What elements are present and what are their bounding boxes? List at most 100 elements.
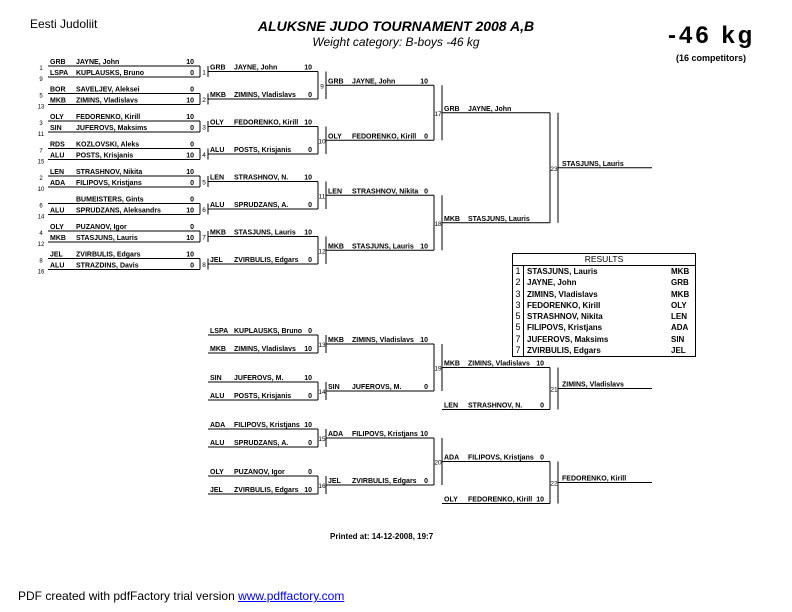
result-club: OLY	[671, 300, 687, 310]
organization-name: Eesti Judoliit	[30, 17, 98, 31]
r1-match-3-a-score: 10	[186, 114, 194, 121]
r1-match-4-b-club: ALU	[50, 153, 64, 160]
pdffactory-link[interactable]: www.pdffactory.com	[238, 589, 345, 603]
rep2-match-1-b-name: JUFEROVS, M.	[352, 384, 401, 391]
r3-match-2-a-score: 0	[424, 188, 428, 195]
r2-match-4-a-name: STASJUNS, Lauris	[234, 230, 296, 237]
rep1-match-2-number: 14	[318, 389, 326, 396]
bronze-match-1-number: 21	[550, 387, 558, 394]
rep1-match-3-a-name: FILIPOVS, Kristjans	[234, 422, 300, 429]
r1-match-3-a-name: FEDORENKO, Kirill	[76, 114, 140, 121]
r1-match-4-number: 4	[202, 152, 206, 159]
result-rank: 5	[513, 311, 524, 323]
pdf-footer-text: PDF created with pdfFactory trial versio…	[18, 589, 239, 603]
rep1-match-1-a-name: KUPLAUSKS, Bruno	[234, 328, 302, 335]
rep1-match-3-b-club: ALU	[210, 440, 224, 447]
printed-timestamp: Printed at: 14-12-2008, 19:7	[330, 532, 434, 541]
r3-match-1-number: 17	[434, 111, 442, 118]
r3-match-2-b-club: MKB	[328, 243, 344, 250]
r1-match-6-b-score: 10	[186, 208, 194, 215]
r2-match-1-a-score: 10	[304, 65, 312, 72]
pdf-footer: PDF created with pdfFactory trial versio…	[18, 589, 344, 603]
r3-match-1-b-score: 0	[424, 133, 428, 140]
weight-category-subtitle: Weight category: B-boys -46 kg	[312, 35, 480, 49]
r2-match-1-number: 9	[320, 83, 324, 90]
r1-match-6-a-score: 0	[190, 197, 194, 204]
r1-match-7-b-club: MKB	[50, 235, 66, 242]
final-match-a-club: GRB	[444, 106, 460, 113]
r3-match-2-number: 18	[434, 221, 442, 228]
r1-match-1-seed-a: 1	[39, 66, 43, 72]
final-match-b-name: STASJUNS, Lauris	[468, 216, 530, 223]
rep1-match-4-b-club: JEL	[210, 487, 224, 494]
rep1-match-2-a-score: 10	[304, 375, 312, 382]
r1-match-1-b-club: LSPA	[50, 70, 68, 77]
r1-match-6-b-name: SPRUDZANS, Aleksandrs	[76, 208, 161, 215]
r2-match-2-a-club: OLY	[210, 120, 224, 127]
r1-match-3-b-name: JUFEROVS, Maksims	[76, 125, 147, 132]
r1-match-8-b-name: STRAZDINS, Davis	[76, 263, 139, 270]
rep1-match-2-a-club: SIN	[210, 375, 222, 382]
bronze-winner-name-2: FEDORENKO, Kirill	[562, 476, 626, 483]
rep1-match-1-a-score: 0	[308, 328, 312, 335]
rep2-match-2-a-score: 10	[420, 431, 428, 438]
r3-match-1-b-club: OLY	[328, 133, 342, 140]
r1-match-4-a-name: KOZLOVSKI, Aleks	[76, 142, 139, 149]
r1-match-4-seed-a: 7	[39, 149, 43, 155]
result-name: JUFEROVS, Maksims	[527, 334, 609, 344]
bronze-match-1-a-name: ZIMINS, Vladislavs	[468, 361, 530, 368]
r3-match-1-a-name: JAYNE, John	[352, 78, 395, 85]
rep2-match-2-number: 20	[434, 460, 442, 467]
r1-match-1-number: 1	[202, 70, 206, 77]
r1-match-5-number: 5	[202, 180, 206, 187]
result-rank: 7	[513, 333, 524, 346]
r1-match-8-a-name: ZVIRBULIS, Edgars	[76, 252, 141, 259]
final-match-number: 23	[550, 166, 558, 173]
r1-match-4-b-score: 10	[186, 153, 194, 160]
bronze-match-1-a-score: 10	[536, 361, 544, 368]
r1-match-7-a-name: PUZANOV, Igor	[76, 224, 127, 231]
r3-match-1-a-score: 10	[420, 78, 428, 85]
result-club: LEN	[671, 312, 687, 322]
r1-match-5-seed-a: 2	[39, 176, 43, 182]
r1-match-6-b-club: ALU	[50, 208, 64, 215]
r1-match-8-b-score: 0	[190, 263, 194, 270]
result-rank: 7	[513, 345, 524, 357]
rep1-match-1-b-name: ZIMINS, Vladislavs	[234, 346, 296, 353]
r1-match-3-number: 3	[202, 125, 206, 132]
final-match-b-club: MKB	[444, 216, 460, 223]
result-club: SIN	[671, 334, 685, 344]
result-rank: 5	[513, 322, 524, 334]
r1-match-3-b-club: SIN	[50, 125, 62, 132]
r1-match-3-b-score: 0	[190, 125, 194, 132]
rep1-match-2-b-score: 0	[308, 393, 312, 400]
r1-match-3-a-club: OLY	[50, 114, 64, 121]
r1-match-2-seed-b: 13	[38, 105, 45, 111]
r2-match-2-b-score: 0	[308, 147, 312, 154]
r1-match-6-a-name: BUMEISTERS, Gints	[76, 197, 144, 204]
bronze-match-1-b-club: LEN	[444, 403, 458, 410]
result-rank: 3	[513, 288, 524, 300]
rep1-match-2-b-club: ALU	[210, 393, 224, 400]
r1-match-2-b-club: MKB	[50, 98, 66, 105]
result-name: JAYNE, John	[527, 278, 577, 288]
rep1-match-1-b-club: MKB	[210, 346, 226, 353]
r2-match-4-b-name: ZVIRBULIS, Edgars	[234, 257, 299, 264]
bronze-match-2-b-name: FEDORENKO, Kirill	[468, 497, 532, 504]
r1-match-8-seed-b: 16	[38, 270, 45, 276]
r3-match-2-a-club: LEN	[328, 188, 342, 195]
r2-match-4-a-score: 10	[304, 230, 312, 237]
rep2-match-1-b-score: 0	[424, 384, 428, 391]
r1-match-6-seed-b: 14	[38, 215, 45, 221]
final-winner-name: STASJUNS, Lauris	[562, 161, 624, 168]
r3-match-1-b-name: FEDORENKO, Kirill	[352, 133, 416, 140]
r2-match-4-b-club: JEL	[210, 257, 224, 264]
result-club: JEL	[671, 346, 686, 356]
r2-match-3-b-club: ALU	[210, 202, 224, 209]
